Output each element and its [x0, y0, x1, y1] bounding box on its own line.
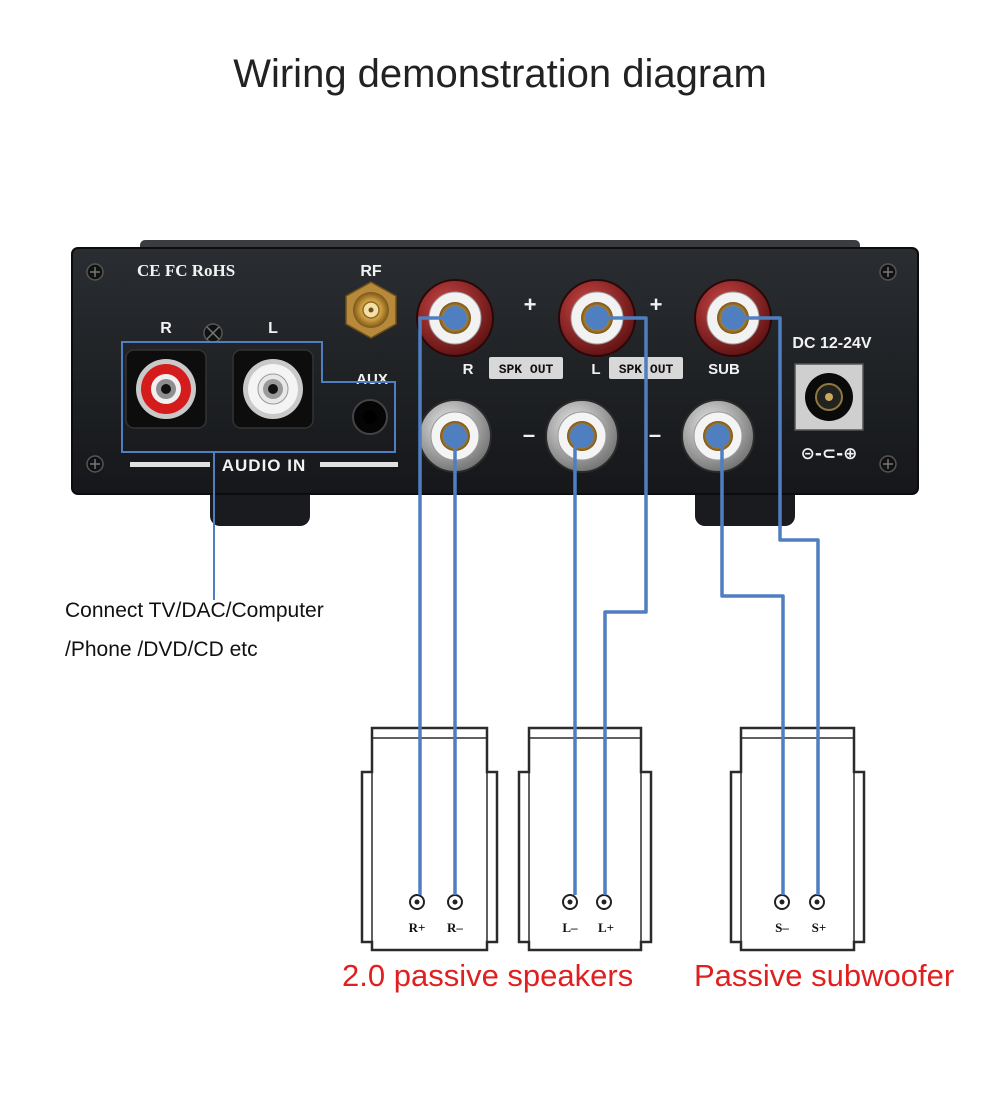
input-highlight-frame: [121, 341, 396, 453]
rf-label: RF: [360, 263, 382, 280]
audio-in-label: AUDIO IN: [222, 456, 307, 475]
speaker-cabinet-left: [517, 726, 653, 952]
dc-power-jack: [794, 363, 864, 431]
plus-sign-2: +: [650, 292, 663, 317]
dc-voltage-label: DC 12-24V: [792, 335, 871, 352]
wire-sub-plus: [733, 316, 820, 895]
rca-jack-right: [125, 349, 207, 429]
terminal-label-s-plus: S+: [812, 920, 827, 935]
sub-label: SUB: [708, 361, 740, 378]
rca-left-label: L: [268, 320, 278, 337]
caption-passive-subwoofer: Passive subwoofer: [694, 958, 955, 993]
screw-icon: [879, 263, 897, 281]
screw-icon: [86, 263, 104, 281]
spk-out-badge-r: [489, 357, 563, 379]
channel-l-label: L: [591, 361, 600, 378]
dc-polarity-symbol: ⊝-⊂-⊕: [801, 444, 858, 464]
terminal-label-l-minus: L–: [562, 920, 578, 935]
terminal-icon: [596, 894, 612, 910]
terminal-label-l-plus: L+: [598, 920, 614, 935]
source-note-line-1: Connect TV/DAC/Computer: [65, 599, 324, 622]
channel-r-label: R: [463, 361, 474, 378]
terminal-icon: [447, 894, 463, 910]
terminal-label-s-minus: S–: [775, 920, 789, 935]
rca-right-label: R: [160, 320, 172, 337]
terminal-label-r-minus: R–: [447, 920, 463, 935]
minus-sign-2: –: [649, 422, 661, 447]
terminal-icon: [562, 894, 578, 910]
rca-jack-left: [232, 349, 314, 429]
wire-l-plus: [597, 316, 648, 895]
certification-marks: CE FC RoHS: [137, 261, 235, 280]
minus-sign-1: –: [523, 422, 535, 447]
rf-antenna-connector: [345, 281, 397, 339]
amplifier-rear-panel: CE FC RoHS RF R L: [71, 240, 919, 526]
terminal-label-r-plus: R+: [409, 920, 426, 935]
wire-endpoints: [443, 306, 745, 448]
screw-icon: [203, 323, 223, 343]
audio-in-bar-right: [320, 462, 398, 467]
terminal-icon: [774, 894, 790, 910]
aux-jack: [352, 399, 388, 435]
subwoofer-cabinet: [729, 726, 866, 952]
caption-passive-speakers: 2.0 passive speakers: [342, 958, 634, 993]
aux-label: AUX: [356, 371, 388, 388]
terminal-icon: [809, 894, 825, 910]
speaker-cabinet-right: [360, 726, 499, 952]
audio-in-bar-left: [130, 462, 210, 467]
spk-out-label-r: SPK OUT: [499, 362, 554, 377]
plus-sign-1: +: [524, 292, 537, 317]
terminal-icon: [409, 894, 425, 910]
screw-icon: [879, 455, 897, 473]
screw-icon: [86, 455, 104, 473]
source-note-line-2: /Phone /DVD/CD etc: [65, 638, 258, 661]
page-title: Wiring demonstration diagram: [233, 52, 767, 96]
